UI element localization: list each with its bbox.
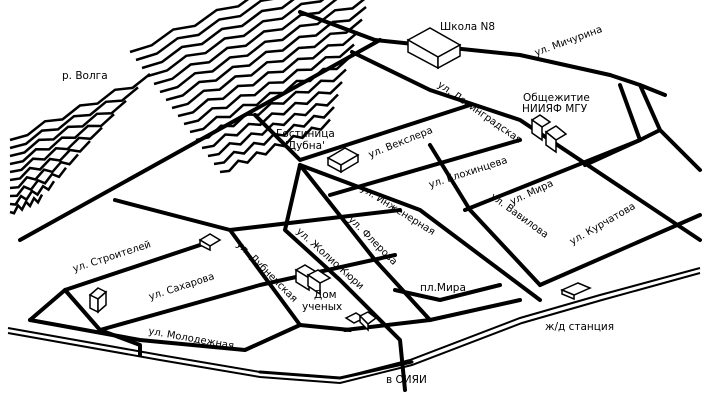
river-wave: [177, 31, 359, 118]
road-north-link: [298, 10, 377, 42]
river-wave: [9, 194, 44, 215]
river-wave: [9, 140, 91, 182]
river-wave: [189, 56, 351, 134]
road-inzhenernaya: [298, 163, 542, 302]
river-wave: [9, 113, 115, 166]
railway-line-2: [7, 272, 701, 385]
road-blokhintseva: [328, 138, 522, 197]
river-wave: [195, 68, 347, 142]
label-street-sakharova: ул. Сахарова: [148, 271, 216, 303]
label-hotel-2: 'Дубна': [285, 140, 325, 152]
railway: [7, 267, 701, 385]
label-to-jinr: в ОИЯИ: [386, 374, 427, 386]
school-building[interactable]: [406, 27, 462, 70]
label-school: Школа N8: [440, 21, 495, 33]
west-building[interactable]: [88, 287, 108, 314]
road-sakharova: [98, 253, 397, 332]
road-stroiteley-west: [63, 238, 217, 292]
river-wave: [153, 0, 338, 86]
river-wave: [183, 43, 355, 126]
river-wave: [9, 73, 151, 142]
road-west-connector: [28, 288, 142, 357]
river-wave: [165, 6, 367, 102]
road-network: [18, 10, 702, 392]
river-wave: [147, 0, 325, 78]
road-stroiteley: [113, 198, 402, 232]
label-scientists-house-2: ученых: [302, 301, 342, 313]
road-zholio-kyuri: [283, 163, 407, 392]
road-vekslera: [253, 103, 472, 162]
road-pl-mira: [393, 283, 522, 322]
dormitory-building[interactable]: [530, 114, 568, 154]
label-railway-station: ж/д станция: [545, 321, 614, 333]
label-street-vekslera: ул. Векслера: [367, 125, 434, 161]
river-wave: [141, 0, 295, 70]
road-mira: [463, 138, 642, 212]
label-dormitory-1: Общежитие: [523, 92, 590, 104]
river-wave: [201, 81, 343, 150]
river-wave: [171, 18, 363, 110]
label-street-dubnenskaya: ул. Дубненская: [234, 239, 299, 304]
pl-mira-buildings[interactable]: [344, 311, 378, 332]
hotel-building[interactable]: [326, 147, 360, 174]
road-south: [258, 360, 414, 380]
road-kurchatova: [538, 213, 702, 287]
road-michurina-west: [18, 38, 382, 242]
label-street-stroiteley: ул. Строителей: [72, 239, 153, 275]
label-pl-mira: пл.Мира: [420, 282, 466, 294]
road-east-south: [343, 318, 432, 332]
stroiteley-building[interactable]: [198, 233, 222, 252]
scientists-house-building[interactable]: [294, 264, 332, 296]
river-wave: [9, 180, 56, 206]
label-street-kurchatova: ул. Курчатова: [568, 201, 638, 248]
river-wave: [159, 0, 366, 94]
river-wave: [9, 167, 67, 198]
road-east-ring: [608, 73, 702, 172]
river-wave: [207, 93, 339, 158]
label-street-molodezhnaya: ул. Молодежная: [147, 326, 234, 352]
label-hotel-1: Гостиница: [276, 128, 335, 140]
river-wave: [9, 99, 127, 158]
river-wave: [9, 153, 79, 190]
river-wave: [9, 126, 103, 174]
road-leningradskaya: [350, 50, 702, 242]
river-wave: [129, 0, 250, 54]
label-scientists-house-1: Дом: [314, 289, 337, 301]
road-molodezhnaya: [28, 318, 302, 352]
river-wave: [135, 0, 274, 62]
road-vavilova: [428, 143, 542, 287]
river-wave: [219, 118, 331, 174]
label-dormitory-2: НИИЯФ МГУ: [522, 103, 588, 115]
river-wave: [9, 86, 139, 150]
station-building[interactable]: [560, 282, 592, 301]
river-volga: [9, 0, 367, 215]
label-street-michurina: ул. Мичурина: [533, 24, 604, 59]
label-river-volga: р. Волга: [62, 70, 108, 82]
